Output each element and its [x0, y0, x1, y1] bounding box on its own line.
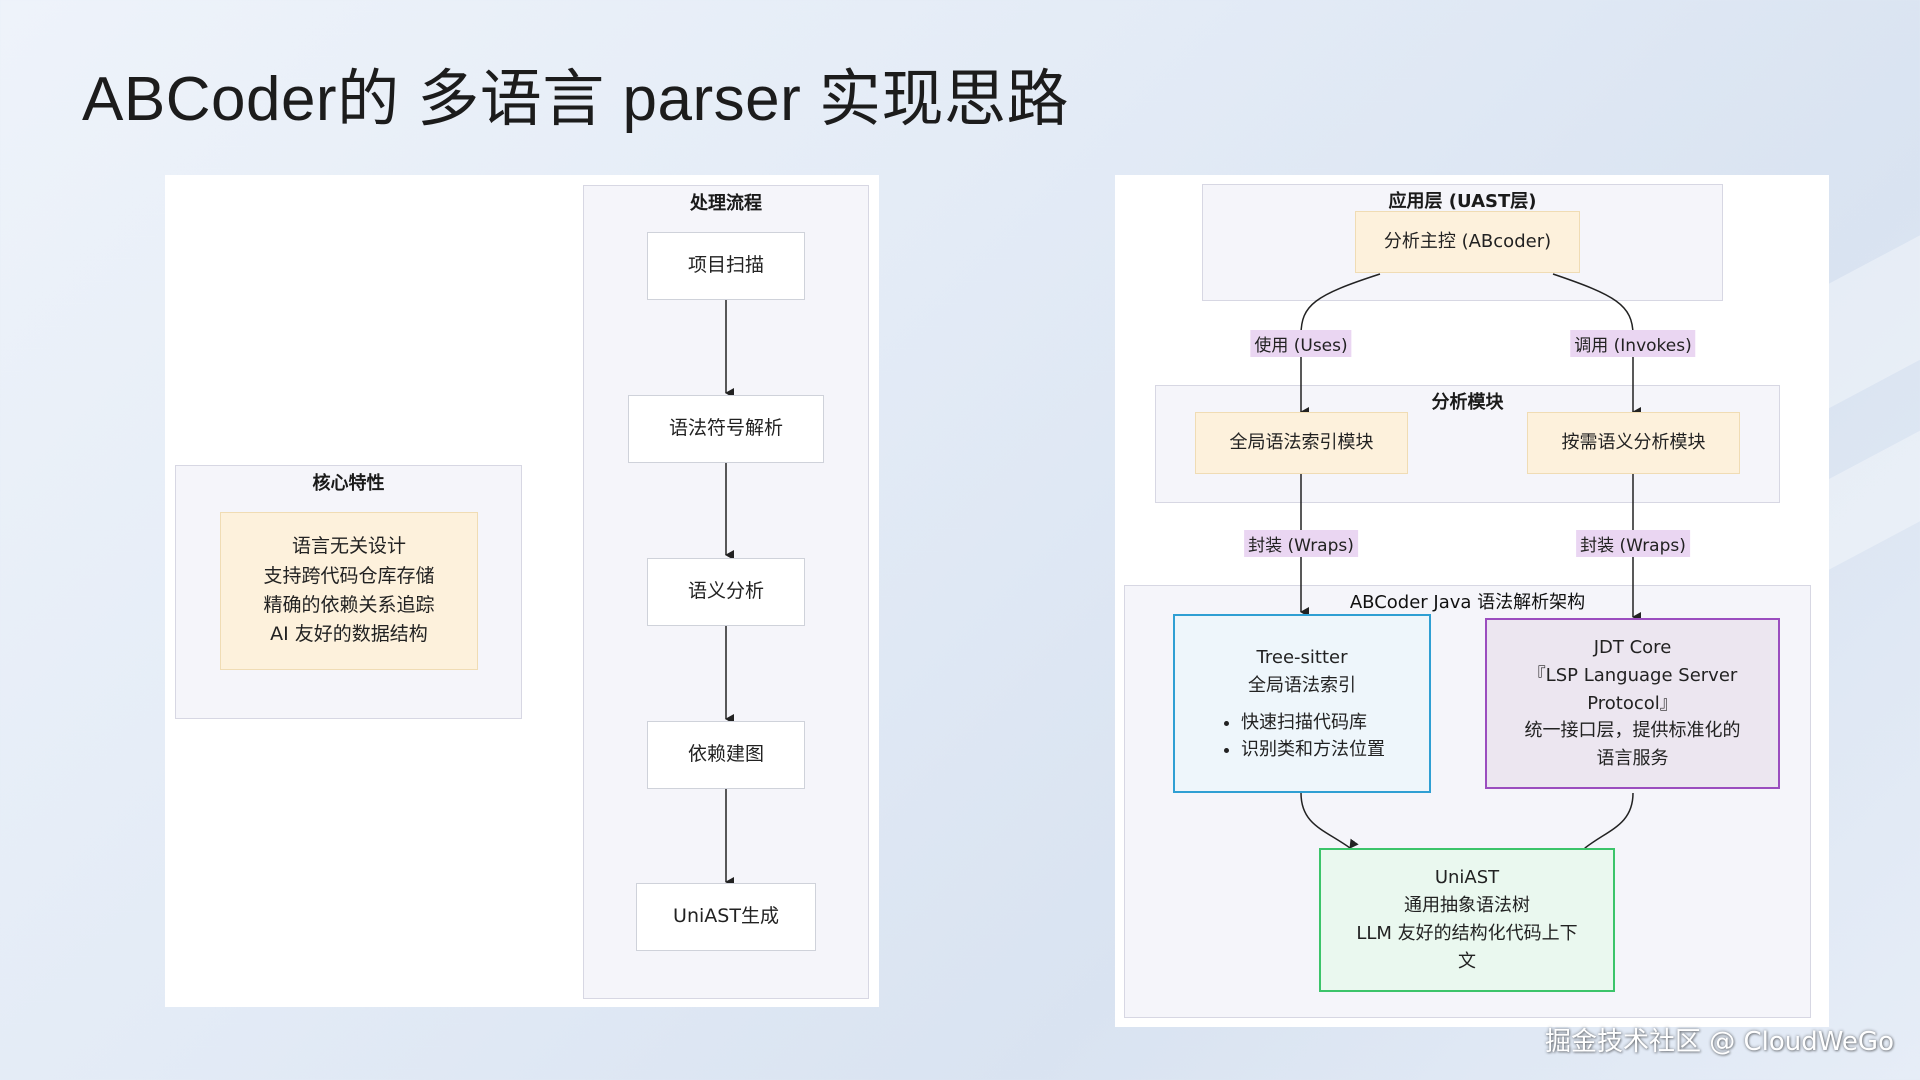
core-features-group: 核心特性 语言无关设计 支持跨代码仓库存储 精确的依赖关系追踪 AI 友好的数据…	[175, 465, 522, 719]
analysis-modules-title: 分析模块	[1431, 392, 1504, 413]
jdt-to-uniast-edge	[1584, 792, 1634, 858]
tree-sitter-bullet: 识别类和方法位置	[1241, 736, 1385, 763]
jdt-core-name: JDT Core	[1593, 636, 1672, 658]
process-flow-edges	[725, 299, 734, 887]
step-project-scan: 项目扫描	[647, 232, 805, 300]
feature-item: AI 友好的数据结构	[270, 623, 428, 646]
right-diagram-panel: 应用层 (UAST层) 分析模块 ABCoder Java 语法解析架构 分析主…	[1115, 175, 1829, 1027]
wraps-right-label: 封装 (Wraps)	[1576, 530, 1690, 557]
tree-sitter-bullets: 快速扫描代码库 识别类和方法位置	[1219, 709, 1385, 763]
step-dependency-graph: 依赖建图	[647, 721, 805, 789]
jdt-core-node: JDT Core 『LSP Language Server Protocol』 …	[1485, 618, 1780, 789]
step-semantic-analysis: 语义分析	[647, 558, 805, 626]
slide-title: ABCoder的 多语言 parser 实现思路	[82, 65, 1069, 134]
uniast-name: UniAST	[1434, 867, 1500, 889]
app-layer-title: 应用层 (UAST层)	[1388, 191, 1537, 212]
jdt-core-lsp: Protocol』	[1587, 692, 1678, 714]
jdt-core-desc: 语言服务	[1596, 748, 1669, 770]
uniast-line: LLM 友好的结构化代码上下	[1356, 923, 1578, 944]
tree-sitter-subtitle: 全局语法索引	[1248, 674, 1356, 696]
core-features-title: 核心特性	[312, 473, 385, 494]
uses-label: 使用 (Uses)	[1250, 330, 1352, 357]
abcoder-main-node: 分析主控 (ABcoder)	[1355, 211, 1580, 273]
feature-item: 语言无关设计	[291, 535, 406, 558]
tree-sitter-name: Tree-sitter	[1256, 646, 1348, 668]
java-arch-title: ABCoder Java 语法解析架构	[1349, 592, 1586, 613]
jdt-core-lsp: 『LSP Language Server	[1527, 664, 1738, 686]
wraps-left-label: 封装 (Wraps)	[1244, 530, 1358, 557]
global-index-module-node: 全局语法索引模块	[1195, 412, 1408, 474]
uniast-line: 文	[1458, 950, 1476, 972]
uniast-line: 通用抽象语法树	[1404, 895, 1530, 917]
uniast-node: UniAST 通用抽象语法树 LLM 友好的结构化代码上下 文	[1319, 848, 1615, 992]
step-syntax-parse: 语法符号解析	[628, 395, 824, 463]
feature-item: 精确的依赖关系追踪	[263, 594, 435, 616]
process-flow-title: 处理流程	[690, 193, 762, 214]
tree-sitter-bullet: 快速扫描代码库	[1241, 709, 1385, 736]
left-diagram-panel: 核心特性 语言无关设计 支持跨代码仓库存储 精确的依赖关系追踪 AI 友好的数据…	[165, 175, 879, 1007]
invokes-label: 调用 (Invokes)	[1570, 330, 1696, 357]
tree-sitter-to-uniast-edge	[1300, 792, 1359, 849]
core-features-node: 语言无关设计 支持跨代码仓库存储 精确的依赖关系追踪 AI 友好的数据结构	[220, 512, 478, 670]
feature-item: 支持跨代码仓库存储	[263, 564, 435, 587]
semantic-module-node: 按需语义分析模块	[1527, 412, 1740, 474]
tree-sitter-node: Tree-sitter 全局语法索引 快速扫描代码库 识别类和方法位置	[1173, 614, 1431, 793]
step-uniast-gen: UniAST生成	[636, 883, 816, 951]
jdt-core-desc: 统一接口层，提供标准化的	[1524, 720, 1741, 742]
watermark: 掘金技术社区 @ CloudWeGo	[1544, 1027, 1894, 1057]
